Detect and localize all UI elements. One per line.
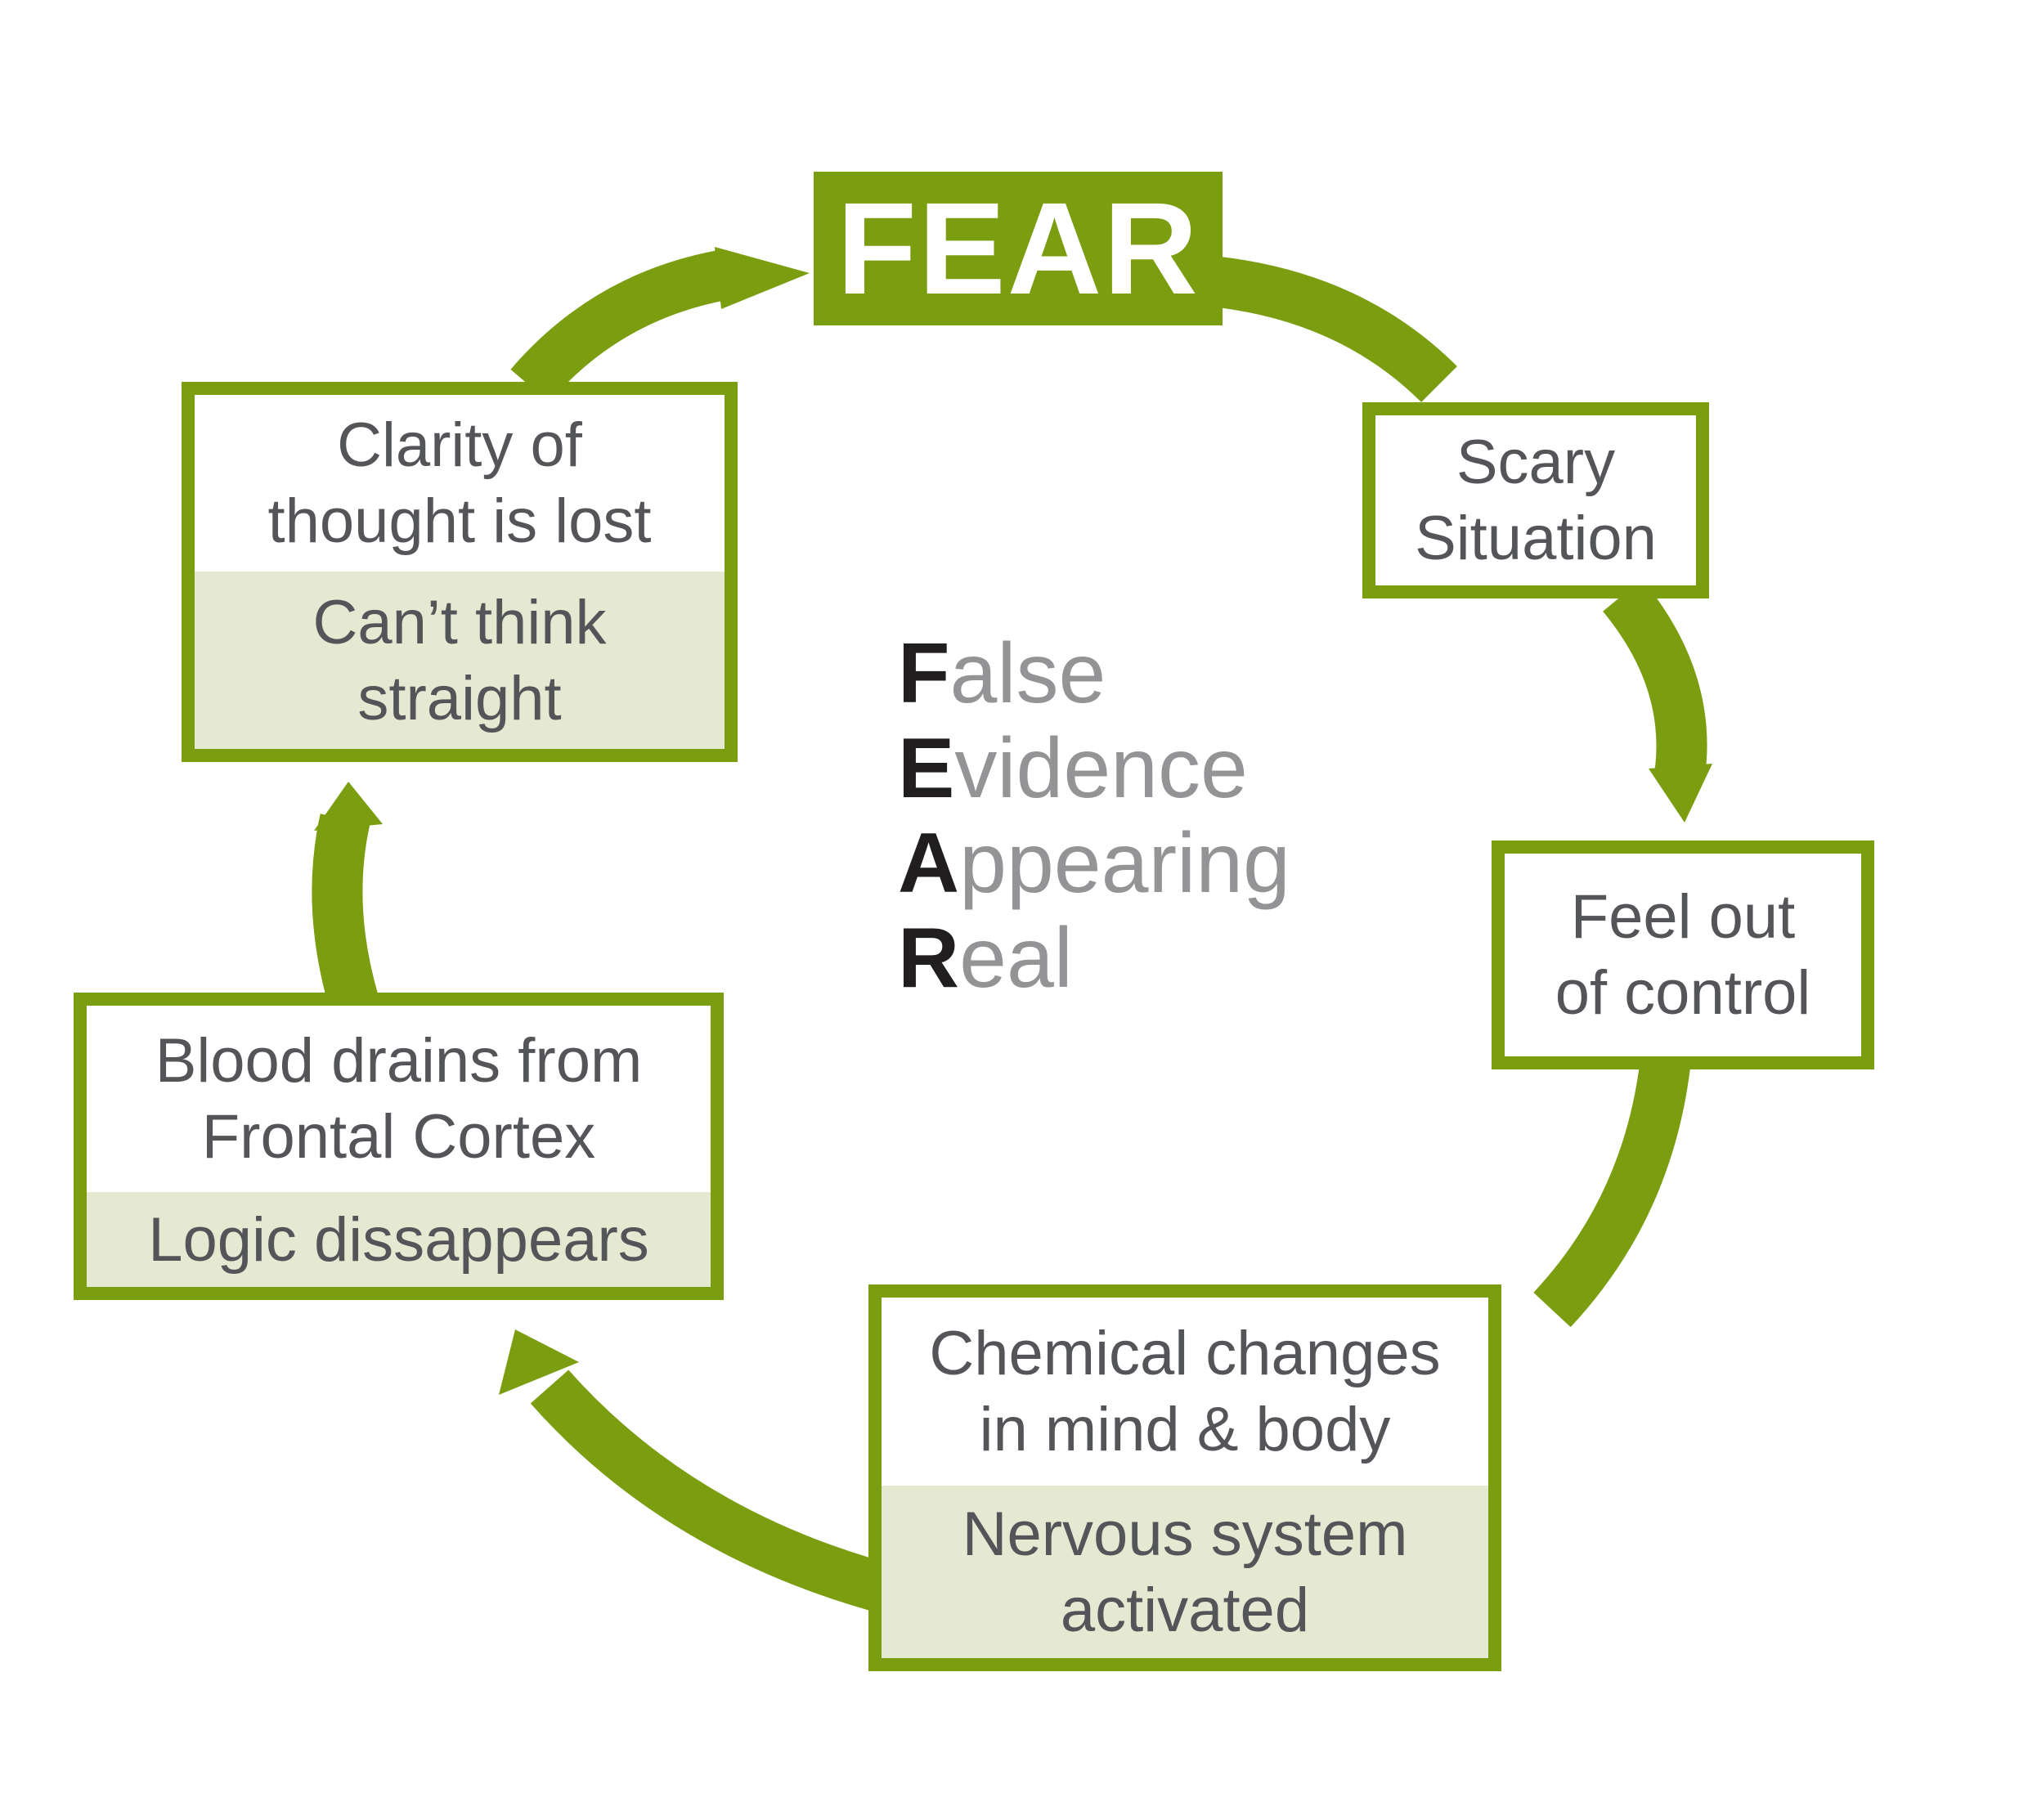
acronym-rest: alse	[949, 626, 1106, 721]
acronym-initial: A	[898, 816, 960, 911]
acronym-line-appearing: Appearing	[898, 816, 1405, 911]
node-chemical-changes: Chemical changes in mind & body Nervous …	[868, 1284, 1501, 1671]
fear-title-box: FEAR	[814, 172, 1223, 325]
node-blood-drains: Blood drains from Frontal Cortex Logic d…	[74, 993, 724, 1300]
node-clarity-of-thought: Clarity of thought is lost Can’t think s…	[182, 382, 738, 762]
acronym-initial: F	[898, 626, 950, 721]
node-feel-primary-label: Feel out of control	[1505, 854, 1861, 1056]
arrow-clarity-to-fear	[510, 249, 729, 403]
acronym-rest: vidence	[954, 721, 1248, 816]
node-scary-primary-label: Scary Situation	[1375, 415, 1696, 585]
node-chemical-primary-label: Chemical changes in mind & body	[882, 1298, 1488, 1486]
arrow-blood-to-clarity-head	[314, 782, 383, 831]
node-chemical-secondary-label: Nervous system activated	[882, 1486, 1488, 1658]
node-scary-situation: Scary Situation	[1362, 402, 1709, 598]
arrow-feel-to-chemical	[1533, 1062, 1690, 1328]
arrow-chemical-to-blood-head	[499, 1329, 579, 1395]
acronym-line-false: False	[898, 626, 1405, 721]
acronym-initial: E	[898, 721, 955, 816]
acronym-rest: ppearing	[959, 816, 1290, 911]
arrow-chemical-to-blood	[530, 1369, 884, 1611]
arrow-scary-to-feel-head	[1649, 764, 1712, 823]
acronym-line-evidence: Evidence	[898, 721, 1405, 816]
acronym-text: False Evidence Appearing Real	[898, 626, 1405, 1006]
node-clarity-primary-label: Clarity of thought is lost	[195, 395, 725, 572]
node-blood-primary-label: Blood drains from Frontal Cortex	[87, 1006, 711, 1192]
node-blood-secondary-label: Logic dissappears	[87, 1192, 711, 1287]
node-clarity-secondary-label: Can’t think straight	[195, 572, 725, 749]
arrow-scary-to-feel	[1602, 579, 1707, 779]
fear-title-text: FEAR	[837, 175, 1200, 321]
acronym-rest: eal	[959, 911, 1073, 1006]
node-feel-out-of-control: Feel out of control	[1492, 841, 1874, 1069]
arrow-clarity-to-fear-head	[715, 247, 810, 309]
acronym-line-real: Real	[898, 911, 1405, 1006]
arrow-fear-to-scary	[1209, 256, 1457, 403]
arrow-blood-to-clarity	[312, 814, 379, 1013]
acronym-initial: R	[898, 911, 960, 1006]
